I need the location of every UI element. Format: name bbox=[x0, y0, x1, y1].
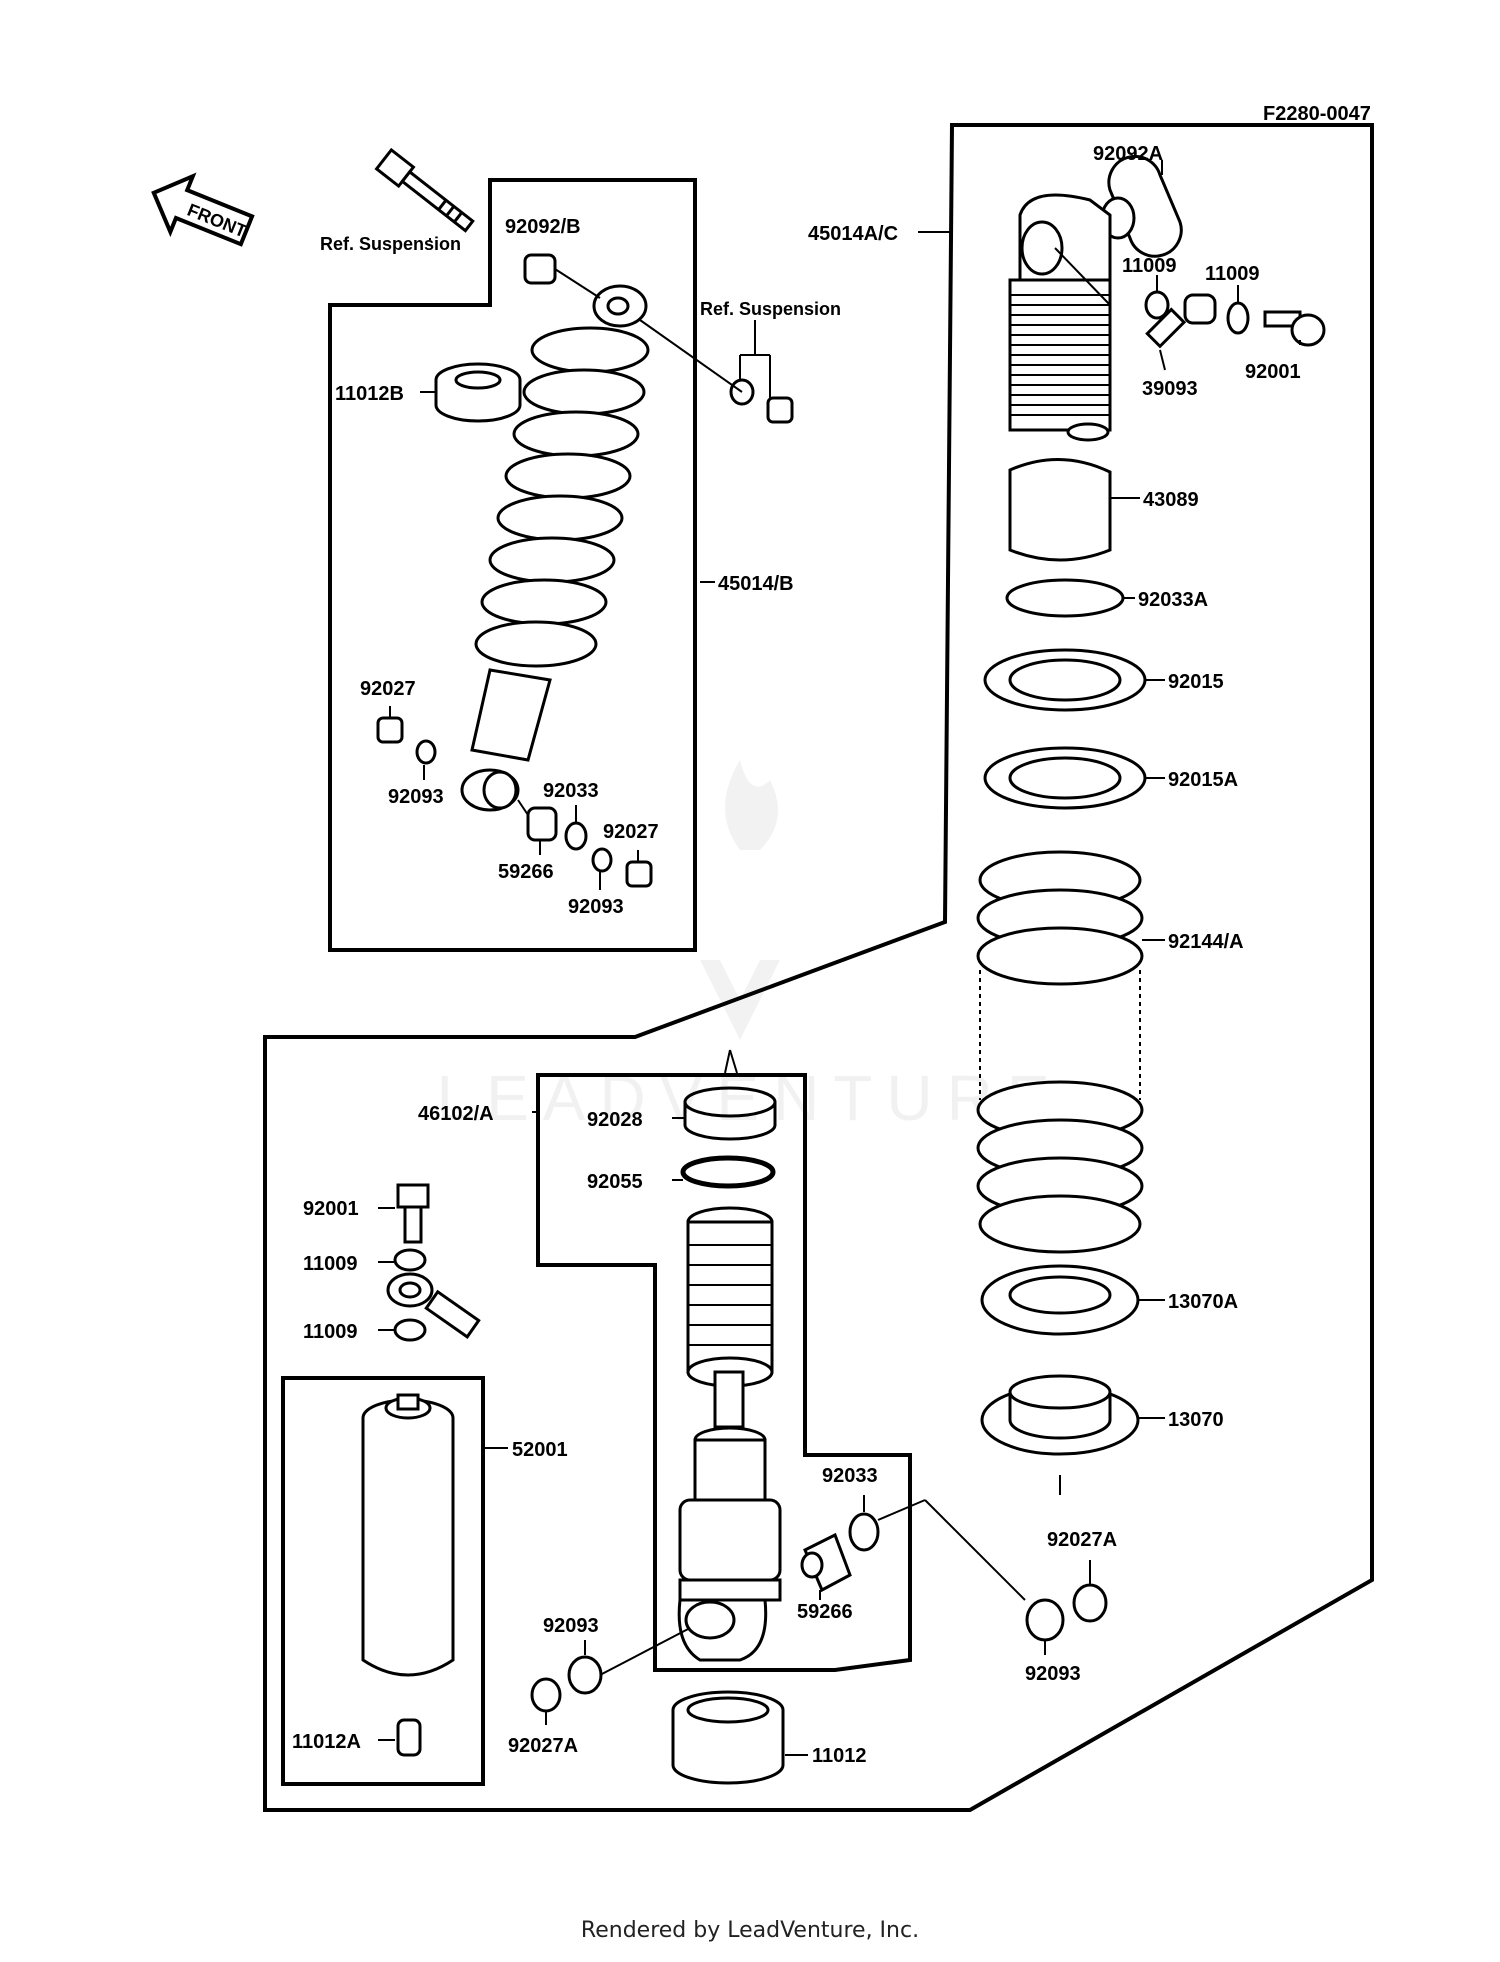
footer-credit: Rendered by LeadVenture, Inc. bbox=[580, 1918, 920, 1943]
part-label: 52001 bbox=[512, 1439, 568, 1461]
part-label: 59266 bbox=[797, 1601, 853, 1623]
part-label: 92055 bbox=[587, 1171, 643, 1193]
part-label: 92033 bbox=[822, 1465, 878, 1487]
part-label: 92015 bbox=[1168, 671, 1224, 693]
part-label: 92093 bbox=[1025, 1663, 1081, 1685]
part-label: 92027 bbox=[360, 678, 416, 700]
part-label: 92033 bbox=[543, 780, 599, 802]
part-label: 11009 bbox=[1122, 255, 1177, 277]
part-label: 92033A bbox=[1138, 589, 1208, 611]
part-label: 45014A/C bbox=[808, 223, 898, 245]
part-label: 92093 bbox=[388, 786, 444, 808]
part-label: 92092/B bbox=[505, 216, 581, 238]
leaders-center bbox=[532, 1049, 1026, 1756]
piston-rod-assembly-46102A bbox=[530, 1086, 880, 1785]
part-label: 92093 bbox=[568, 896, 624, 918]
part-label: 43089 bbox=[1143, 489, 1199, 511]
part-label: 59266 bbox=[498, 861, 554, 883]
part-label: 92027 bbox=[603, 821, 659, 843]
leaders-upper-left bbox=[389, 238, 771, 890]
diagram-code: F2280-0047 bbox=[1263, 103, 1371, 125]
reservoir-52001 bbox=[361, 1183, 481, 1757]
ref-suspension-label-1: Ref. Suspension bbox=[320, 234, 461, 254]
part-label: 92028 bbox=[587, 1109, 643, 1131]
part-label: 11009 bbox=[303, 1253, 358, 1275]
watermark-text: LEADVENTURE bbox=[437, 1062, 1064, 1134]
part-label: 11012B bbox=[335, 383, 404, 405]
part-label: 11009 bbox=[1205, 263, 1260, 285]
part-labels: F2280-0047 Ref. Suspension Ref. Suspensi… bbox=[292, 103, 1371, 1767]
part-label: 92001 bbox=[303, 1198, 359, 1220]
region-outlines bbox=[263, 123, 1374, 1812]
part-label: 92093 bbox=[543, 1615, 599, 1637]
part-label: 92015A bbox=[1168, 769, 1238, 791]
part-label: 92027A bbox=[1047, 1529, 1117, 1551]
part-label: 11009 bbox=[303, 1321, 358, 1343]
part-label: 46102/A bbox=[418, 1103, 494, 1125]
part-label: 92001 bbox=[1245, 361, 1301, 383]
leaders-reservoir bbox=[378, 1207, 508, 1741]
shock-assembly-45014AC bbox=[976, 154, 1326, 1642]
part-label: 13070A bbox=[1168, 1291, 1238, 1313]
part-label: 13070 bbox=[1168, 1409, 1224, 1431]
part-label: 11012A bbox=[292, 1731, 361, 1753]
leaders-right bbox=[918, 160, 1301, 1655]
part-label: 11012 bbox=[812, 1745, 867, 1767]
part-label: 45014/B bbox=[718, 573, 794, 595]
part-label: 92092A bbox=[1093, 143, 1163, 165]
shock-assembly-45014B bbox=[374, 147, 794, 888]
part-label: 92144/A bbox=[1168, 931, 1244, 953]
front-arrow-icon: FRONT bbox=[151, 172, 255, 247]
ref-suspension-label-2: Ref. Suspension bbox=[700, 299, 841, 319]
part-label: 39093 bbox=[1142, 378, 1198, 400]
part-label: 92027A bbox=[508, 1735, 578, 1757]
